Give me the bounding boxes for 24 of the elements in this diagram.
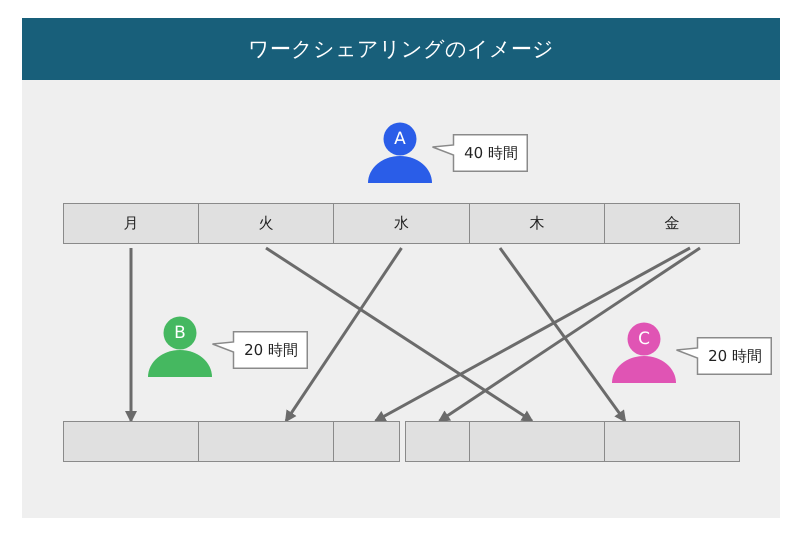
person-label: A xyxy=(393,128,407,151)
person-label: B xyxy=(173,322,187,345)
schedule-cell xyxy=(604,421,740,462)
bubble-text: 20 時間 xyxy=(707,346,763,366)
day-cell: 木 xyxy=(469,203,605,244)
arrow xyxy=(284,247,403,423)
arrow xyxy=(265,246,534,422)
schedule-cell xyxy=(63,421,199,462)
title-banner: ワークシェアリングのイメージ xyxy=(22,18,780,80)
schedule-cell xyxy=(333,421,400,462)
person-label: C xyxy=(637,328,651,351)
day-cell: 月 xyxy=(63,203,199,244)
arrow xyxy=(374,246,691,422)
day-cell: 金 xyxy=(604,203,740,244)
bubble-text: 40 時間 xyxy=(463,142,519,164)
schedule-cell xyxy=(469,421,605,462)
day-cell: 水 xyxy=(333,203,470,244)
schedule-cell xyxy=(405,421,470,462)
arrow xyxy=(498,247,626,423)
schedule-cell xyxy=(198,421,334,462)
arrow xyxy=(125,248,137,423)
bubble-text: 20 時間 xyxy=(243,340,299,360)
arrow xyxy=(438,246,701,422)
day-cell: 火 xyxy=(198,203,334,244)
